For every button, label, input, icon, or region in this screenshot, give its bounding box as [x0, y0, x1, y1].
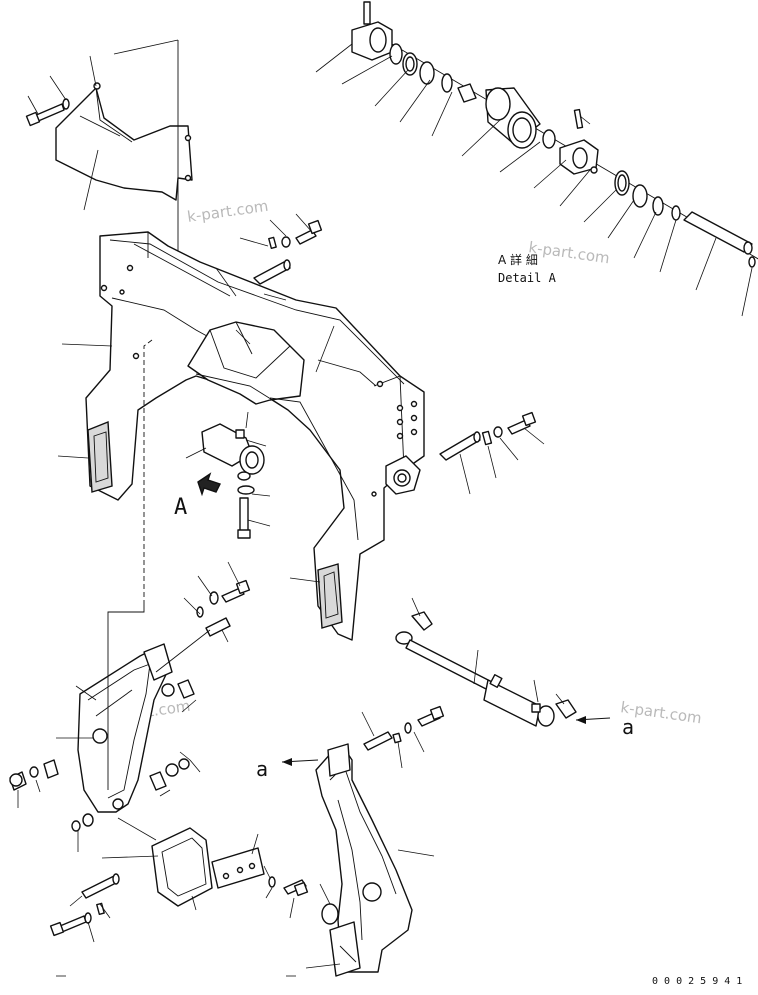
label-a-right: a — [622, 715, 634, 739]
o-ring-1 — [389, 43, 403, 65]
hydraulic-cylinder — [395, 597, 577, 727]
bushings-left — [149, 679, 201, 797]
pin-right-arm — [361, 705, 445, 769]
pin-group-mid-left — [155, 561, 251, 673]
detail-a-title-jp: A 詳 細 — [498, 252, 538, 267]
view-label-a: A — [174, 495, 187, 520]
pin-top — [239, 213, 323, 301]
roll-pin — [363, 1, 371, 25]
bushing — [457, 83, 477, 103]
main-frame — [57, 231, 425, 641]
right-arm — [305, 743, 435, 977]
pin-right — [439, 411, 545, 495]
bolts-left-lower — [9, 759, 94, 852]
watermark-2: k-part.com — [527, 238, 610, 267]
view-arrow-a — [197, 472, 221, 497]
watermark-1: k-part.com — [186, 197, 269, 226]
detail-a-title-en: Detail A — [498, 271, 557, 285]
bolts-pad-right — [263, 865, 309, 919]
roller-assembly-a — [185, 411, 271, 539]
detail-a-assembly — [315, 1, 758, 317]
guard-top — [25, 39, 193, 211]
label-a-left: a — [256, 757, 268, 781]
pad-bracket — [101, 817, 265, 911]
long-pin — [683, 211, 753, 253]
left-arm — [56, 643, 173, 813]
bushing-right-arm — [319, 883, 339, 925]
pins-lower-left — [49, 873, 120, 943]
drawing-number: 0 0 0 2 5 9 4 1 — [652, 976, 742, 987]
